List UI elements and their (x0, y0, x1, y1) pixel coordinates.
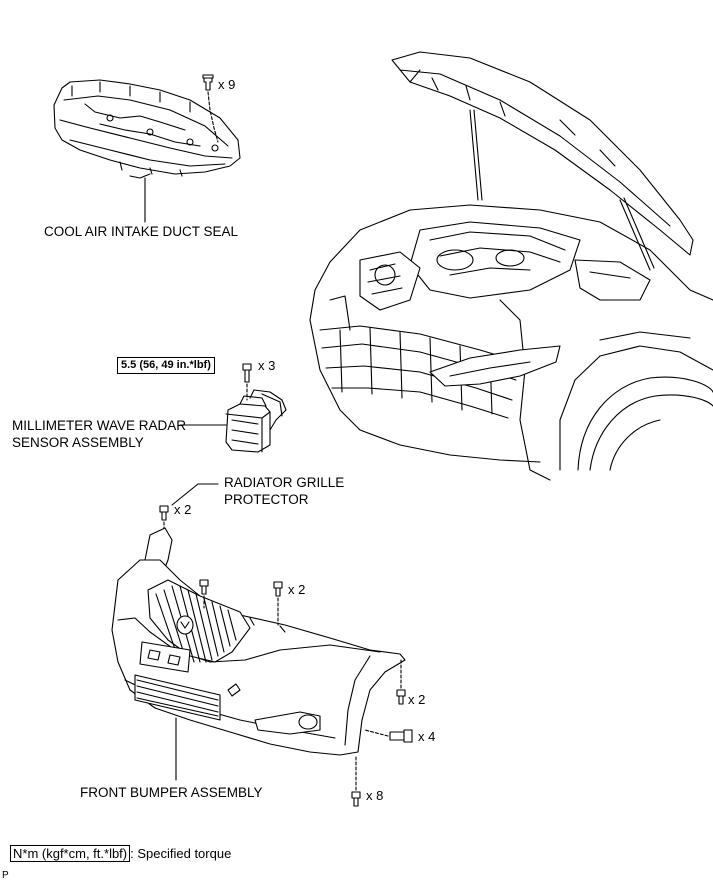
duct-seal-clip (202, 74, 219, 143)
qty-duct-seal-clips: x 9 (218, 77, 236, 92)
torque-spec-box: 5.5 (56, 49 in.*lbf) (117, 357, 215, 374)
qty-bumper-bottom-clips: x 8 (366, 788, 384, 803)
qty-grille-protector-clips: x 2 (174, 502, 192, 517)
qty-bumper-side-clips: x 2 (408, 692, 426, 707)
label-cool-air-intake-duct-seal: COOL AIR INTAKE DUCT SEAL (44, 224, 239, 239)
label-radar-line1: MILLIMETER WAVE RADAR (12, 418, 187, 433)
legend-unit-box: N*m (kgf*cm, ft.*lbf) (10, 845, 131, 862)
bumper-bottom-clip (351, 755, 361, 807)
bumper-side-clip (396, 659, 406, 705)
vehicle-front-drawing (309, 51, 713, 481)
bumper-side-screw (364, 729, 413, 743)
grille-protector-clip (159, 505, 169, 536)
corner-mark: P (2, 870, 9, 881)
torque-legend: N*m (kgf*cm, ft.*lbf): Specified torque (10, 845, 232, 862)
front-bumper-part (111, 527, 406, 756)
qty-bumper-side-screws: x 4 (418, 729, 436, 744)
bumper-top-clip-right (273, 581, 283, 626)
grille-protector-leader-line (171, 483, 219, 506)
radar-sensor-part (225, 389, 287, 453)
label-grille-protector-line1: RADIATOR GRILLE (224, 475, 345, 490)
label-grille-protector-line2: PROTECTOR (224, 492, 309, 507)
legend-description: : Specified torque (130, 846, 232, 861)
label-front-bumper-assembly: FRONT BUMPER ASSEMBLY (80, 785, 263, 800)
qty-bumper-top-clips: x 2 (288, 582, 306, 597)
cool-air-intake-duct-seal-part (53, 79, 241, 179)
label-radar-line2: SENSOR ASSEMBLY (12, 435, 144, 450)
qty-radar-bolts: x 3 (258, 358, 276, 373)
radar-bolt (242, 363, 252, 401)
bumper-top-clip-left (199, 579, 209, 609)
